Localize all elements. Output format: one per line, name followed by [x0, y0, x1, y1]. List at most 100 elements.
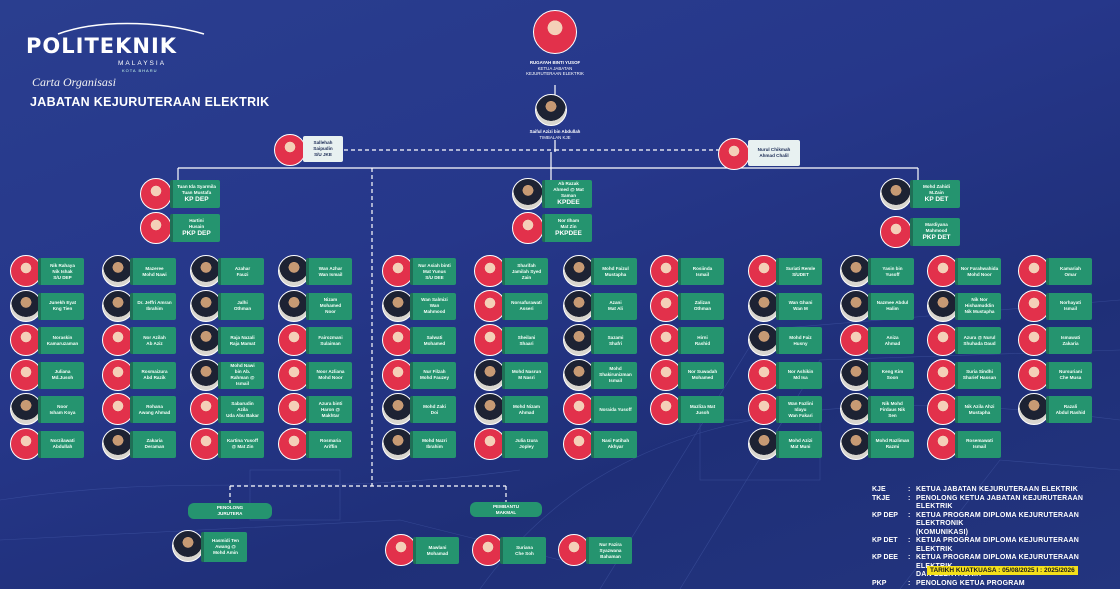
staff-card: Hirni Rashid	[678, 327, 724, 354]
staff-role: KP DEP	[184, 196, 209, 203]
staff-name: Sazami Shafri	[607, 334, 624, 346]
staff-photo	[472, 534, 504, 566]
staff-photo	[927, 289, 959, 322]
logo-campus: KOTA BHARU	[122, 68, 158, 73]
staff-card: Mohd Razliman Razmi	[868, 430, 914, 458]
staff-photo	[840, 255, 872, 287]
staff-name: Sallehah Saipudin S/U JKE	[313, 140, 333, 157]
logo-country: MALAYSIA	[118, 60, 167, 67]
staff-photo	[140, 178, 172, 210]
staff-card: Dr. Jeffri Amran Ibrahim	[130, 292, 176, 320]
staff-name: Sheilani Shaari	[517, 334, 536, 346]
staff-card: Azahar Fauzi	[218, 258, 264, 285]
department-title: JABATAN KEJURUTERAAN ELEKTRIK	[30, 95, 270, 109]
staff-card: Nasi Fatihah Akhyar	[591, 430, 637, 458]
staff-photo	[10, 427, 42, 460]
staff-name: Mohd Nazri Ibrahim	[422, 438, 447, 449]
staff-name: Norzilawati Abdullah	[50, 438, 75, 449]
staff-card: Rosmaria Ariffin	[306, 430, 352, 458]
staff-photo	[474, 358, 506, 391]
staff-card: Razali Abdul Rashid	[1046, 396, 1092, 423]
staff-name: Mohd Shakirunizman Ismail	[599, 366, 632, 383]
staff-photo	[102, 358, 134, 391]
staff-name: Noraida Yusoff	[599, 406, 632, 412]
staff-name: Mohd Azizi Mat Muni	[788, 438, 813, 449]
staff-card: Wan Azhar Wan Ismail	[306, 258, 352, 285]
staff-card: Wan Fazlini Idayu Wan Fakari	[776, 396, 822, 423]
staff-card: Mawlani Mohamad	[413, 537, 459, 564]
staff-card: Noraida Yusoff	[591, 396, 637, 423]
staff-photo	[927, 324, 959, 356]
staff-name: Mohd Faizul Mustapha	[602, 265, 629, 277]
staff-name: Ab Razak Ahmed @ Mat Saman	[553, 181, 584, 198]
staff-photo	[840, 324, 872, 356]
legend-value: KETUA PROGRAM DIPLOMA KEJURUTERAAN ELEKT…	[916, 511, 1080, 536]
staff-card: Kamariah Omar	[1046, 258, 1092, 285]
staff-photo	[474, 255, 506, 287]
staff-name: Azahar Fauzi	[234, 265, 251, 277]
staff-name: Julia Izura Jopley	[515, 438, 538, 449]
head-name: RUGAYAH BINTI YUSOF	[529, 60, 581, 65]
staff-name: Tuan Ida Syarmila Tuan Mustafa	[177, 184, 216, 195]
staff-card: Mohd Azizi Mat Muni	[776, 430, 822, 458]
staff-name: Nor Azilah Ab Aziz	[143, 334, 166, 346]
staff-name: Kartina Yusoff @ Mat Zin	[226, 438, 259, 449]
staff-name: Salwati Mohamed	[423, 334, 446, 346]
staff-card: Rosiinda Ismail	[678, 258, 724, 285]
legend-colon: :	[908, 486, 911, 493]
staff-photo	[840, 427, 872, 460]
staff-photo	[535, 94, 567, 126]
staff-name: Nik Azila Ahzi Mustapha	[964, 403, 995, 415]
staff-name: Sabarudin Azila Uda Abu Bakar	[226, 400, 259, 418]
staff-card: Noor Azliana Mohd Noor	[306, 361, 352, 389]
staff-card: Wan Salmizi Wan Mahmood	[410, 292, 456, 320]
staff-photo	[748, 393, 780, 425]
head-role: KETUA JABATAN KEJURUTERAAN ELEKTRIK	[526, 65, 584, 77]
legend-key: TKJE	[872, 494, 890, 502]
staff-card: Nurul Chikmah Ahmad Chalil	[748, 140, 800, 166]
staff-name: Nazmee Abdul Halim	[876, 300, 909, 311]
staff-photo	[10, 393, 42, 425]
politeknik-logo: POLITEKNIK MALAYSIA KOTA BHARU	[26, 22, 205, 73]
staff-name: Nur Fazira Syazwana Bahaman	[599, 541, 622, 559]
legend-colon: :	[908, 554, 911, 561]
staff-photo	[1018, 255, 1050, 287]
staff-role: PKPDEE	[555, 230, 582, 237]
legend-row: KJE:KETUA JABATAN KEJURUTERAAN ELEKTRIK	[872, 486, 1117, 495]
staff-name: Azura binti Haron @ Makhtar	[318, 400, 343, 418]
staff-name: Nik Rahaya Nik Ishak S/U DEP	[50, 262, 75, 280]
staff-photo	[1018, 289, 1050, 322]
staff-photo	[563, 324, 595, 356]
staff-card: Mohd Nasrun M Nasri	[502, 361, 548, 389]
staff-photo	[190, 255, 222, 287]
legend-value: PENOLONG KETUA PROGRAM	[916, 579, 1025, 587]
staff-card: Nik Azila Ahzi Mustapha	[955, 396, 1001, 423]
staff-card: Zalizan Othman	[678, 292, 724, 320]
staff-photo	[748, 255, 780, 287]
staff-photo	[278, 289, 310, 322]
staff-name: Mohd Zaki Doi	[423, 403, 446, 415]
legend-colon: :	[908, 494, 911, 502]
staff-card: Hasmidi Ten Awang @ Mohd Amin	[201, 532, 247, 562]
staff-photo	[102, 393, 134, 425]
staff-name: Hirni Rashid	[694, 334, 711, 346]
legend-key: KP DET	[872, 537, 898, 544]
staff-card: Junekh Eyat Kng Tien	[38, 292, 84, 320]
staff-card: Noraskin Kamaruzaman	[38, 327, 84, 354]
staff-name: Nik Mohd Firdaus Nik Sen	[879, 400, 906, 418]
staff-card: Nor Suwadah Mohamed	[678, 361, 724, 389]
staff-name: Nurul Chikmah Ahmad Chalil	[757, 147, 791, 158]
staff-photo	[474, 324, 506, 356]
staff-name: Noraskin Kamaruzaman	[46, 334, 79, 346]
staff-card: Norhayati Ismail	[1046, 292, 1092, 320]
staff-card: Rohana Awang Ahmad	[130, 396, 176, 423]
staff-name: Noor Azliana Mohd Noor	[316, 369, 345, 380]
staff-card: Nizam Mohamed Noor	[306, 292, 352, 320]
legend-colon: :	[908, 579, 911, 587]
staff-name: Hasmidi Ten Awang @ Mohd Amin	[212, 538, 239, 555]
deputy-name: Saiful Azizi bin Abdullah	[529, 129, 581, 134]
staff-name: Rohana Awang Ahmad	[138, 403, 171, 415]
staff-photo	[190, 289, 222, 322]
